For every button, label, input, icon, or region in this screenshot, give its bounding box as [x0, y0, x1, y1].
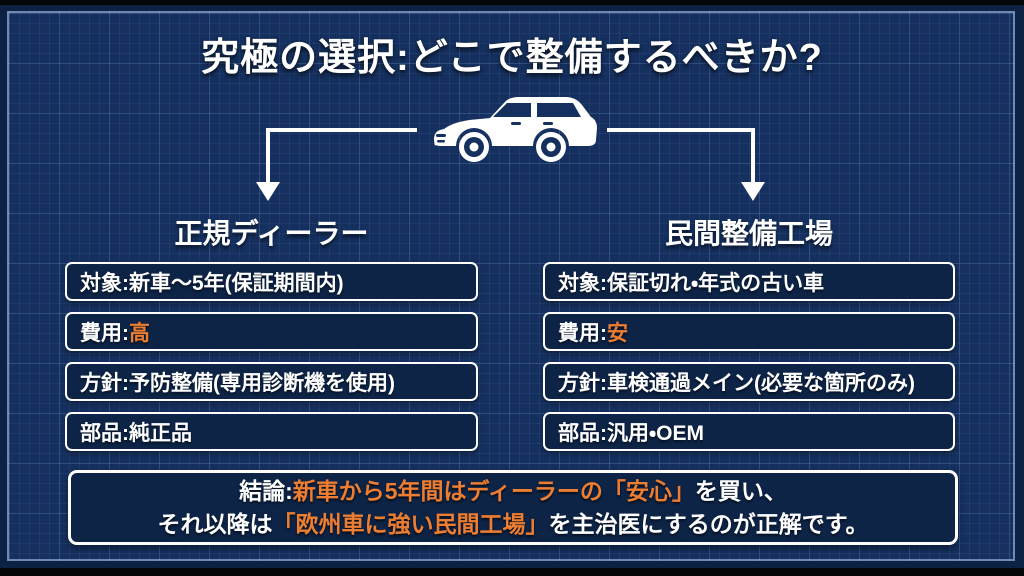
conclusion-line-2: それ以降は「欧州車に強い民間工場」を主治医にするのが正解です。 [71, 508, 955, 541]
shop-row-parts: 部品:汎用・OEM [543, 412, 955, 451]
dealer-column: 対象:新車〜5年(保証期間内) 費用:高 方針:予防整備(専用診断機を使用) 部… [65, 262, 478, 451]
conclusion-highlight: 新車から5年間はディーラーの「安心」 [292, 477, 695, 504]
private-shop-column: 対象:保証切れ・年式の古い車 費用:安 方針:車検通過メイン(必要な箇所のみ) … [543, 262, 955, 451]
row-value-highlight: 安 [607, 321, 628, 345]
dealer-row-policy: 方針:予防整備(専用診断機を使用) [65, 362, 478, 401]
row-label: 部品: [558, 421, 607, 445]
conclusion-text: それ以降は [157, 510, 273, 537]
conclusion-line-1: 結論:新車から5年間はディーラーの「安心」を買い、 [71, 475, 955, 508]
column-header-dealer: 正規ディーラー [174, 218, 369, 249]
row-label: 方針: [558, 371, 607, 395]
row-value: 車検通過メイン(必要な箇所のみ) [607, 371, 915, 395]
dealer-row-target: 対象:新車〜5年(保証期間内) [65, 262, 478, 301]
row-label: 対象: [80, 271, 129, 295]
branch-arrow-right-icon [607, 128, 765, 201]
dealer-row-cost: 費用:高 [65, 312, 478, 351]
row-label: 費用: [558, 321, 607, 345]
row-value-highlight: 高 [129, 321, 150, 345]
row-label: 対象: [558, 271, 607, 295]
row-value: 保証切れ・年式の古い車 [607, 271, 825, 295]
row-value: 汎用・OEM [607, 421, 704, 445]
column-header-private-shop: 民間整備工場 [664, 218, 833, 249]
conclusion-text: を買い、 [694, 477, 787, 504]
shop-row-target: 対象:保証切れ・年式の古い車 [543, 262, 955, 301]
conclusion-text: 結論: [239, 477, 293, 504]
row-label: 費用: [80, 321, 129, 345]
row-label: 方針: [80, 371, 129, 395]
row-label: 部品: [80, 421, 129, 445]
row-value: 新車〜5年(保証期間内) [129, 271, 344, 295]
dealer-row-parts: 部品:純正品 [65, 412, 478, 451]
conclusion-text: を主治医にするのが正解です。 [548, 510, 869, 537]
shop-row-cost: 費用:安 [543, 312, 955, 351]
letterbox-top [0, 0, 1024, 5]
car-icon [434, 97, 597, 162]
branch-diagram [256, 97, 765, 201]
row-value: 予防整備(専用診断機を使用) [129, 371, 395, 395]
conclusion-highlight: 「欧州車に強い民間工場」 [272, 510, 549, 537]
page-title: 究極の選択:どこで整備するべきか? [201, 37, 823, 79]
conclusion-box: 結論:新車から5年間はディーラーの「安心」を買い、 それ以降は「欧州車に強い民間… [68, 470, 958, 545]
shop-row-policy: 方針:車検通過メイン(必要な箇所のみ) [543, 362, 955, 401]
letterbox-bottom [0, 568, 1024, 576]
row-value: 純正品 [129, 421, 192, 445]
branch-arrow-left-icon [256, 128, 417, 201]
